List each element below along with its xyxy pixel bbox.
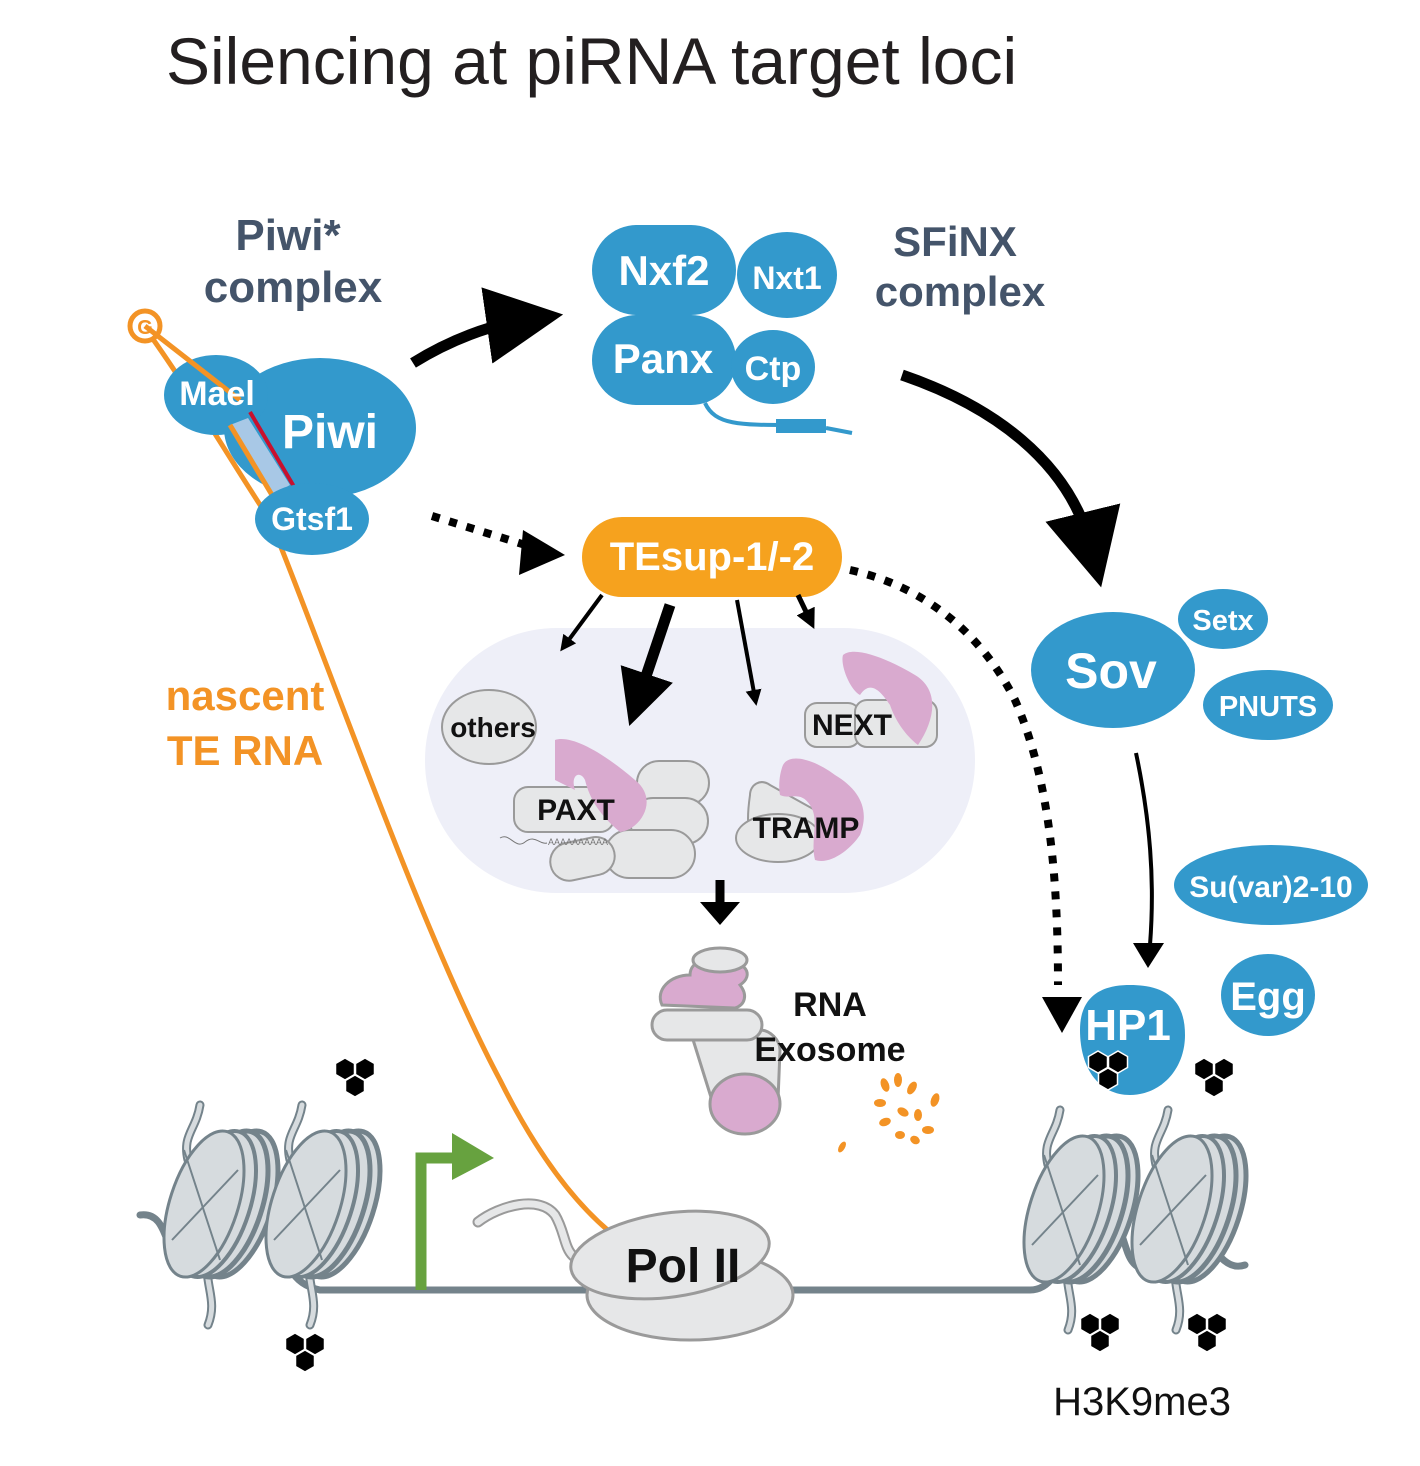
piRNA-target-duplex (227, 410, 298, 502)
nascent-te-rna (142, 326, 622, 1242)
exosome-ribonuclease (708, 1072, 782, 1136)
panx-protein (592, 315, 736, 405)
next-complex: NEXT (804, 651, 938, 748)
gtsf1-protein (255, 483, 369, 555)
sfinx-header-2: complex (875, 268, 1046, 315)
pnuts-protein (1203, 670, 1333, 740)
dotted-arrowhead (1042, 997, 1082, 1033)
nascent-rna-label-2: TE RNA (167, 727, 323, 774)
arrow-tesup-to-paxt (620, 603, 676, 727)
pol2-upper-lobe (569, 1209, 771, 1301)
h3k9me3-mark-icon (334, 1057, 376, 1098)
nxt1-label: Nxt1 (752, 260, 821, 296)
tramp-complex: TRAMP (735, 758, 864, 863)
tss-arrowhead-icon (452, 1133, 494, 1180)
sov-protein (1031, 612, 1195, 728)
arrow-piwi-to-sfinx (410, 287, 564, 368)
tramp-label: TRAMP (753, 812, 860, 845)
gtsf1-label: Gtsf1 (271, 501, 353, 537)
egg-protein (1221, 954, 1315, 1036)
exosome-ring (650, 1008, 764, 1042)
suvar2-10-protein (1174, 845, 1368, 925)
setx-protein (1178, 589, 1268, 649)
h3k9me3-mark-icon (1186, 1312, 1228, 1353)
piwi-complex-header-1: Piwi* (235, 211, 341, 260)
sfinx-header-1: SFiNX (893, 218, 1017, 265)
nucleosome-right-1 (1008, 1110, 1154, 1330)
next-label: NEXT (812, 709, 892, 742)
setx-label: Setx (1192, 605, 1253, 637)
tss-arrow-icon (415, 1152, 455, 1290)
pol2-label: Pol II (626, 1240, 741, 1293)
others-label: others (450, 712, 536, 743)
hp1-label: HP1 (1085, 1001, 1171, 1050)
piwi-label: Piwi (282, 406, 378, 459)
arrow-sov-to-hp1 (1134, 752, 1154, 946)
panx-tail (703, 402, 791, 427)
dotted-arrowhead (519, 530, 565, 575)
next-helicase (842, 651, 933, 745)
tesup-label: TEsup-1/-2 (610, 535, 814, 579)
rna-exosome (650, 946, 782, 1136)
panx-label: Panx (613, 335, 714, 382)
paxt-complex: PAXT AAAAAAAAAA (499, 739, 710, 882)
paxt-label: PAXT (537, 794, 615, 827)
others-complex (441, 689, 537, 765)
arrowhead (1133, 943, 1164, 968)
sov-label: Sov (1065, 643, 1157, 699)
piwi-complex-header-2: complex (204, 263, 383, 312)
nxt1-protein (737, 232, 837, 318)
ctp-protein (731, 330, 815, 404)
pnuts-label: PNUTS (1219, 691, 1317, 723)
h3k9me3-mark-icon (1193, 1057, 1235, 1098)
h3k9me3-mark-icon (1079, 1312, 1121, 1353)
paxt-helicase (555, 739, 647, 832)
nucleosome-right-2 (1116, 1110, 1262, 1330)
egg-label: Egg (1230, 975, 1306, 1019)
mael-label: Mael (179, 375, 255, 413)
h3k9me3-mark-icon (284, 1332, 326, 1373)
exosome-top (691, 946, 749, 974)
rna-substrate (499, 836, 548, 845)
sfinx-complex: Nxf2 Nxt1 Panx Ctp (592, 225, 853, 435)
suvar2-10-label: Su(var)2-10 (1189, 871, 1352, 904)
mael-protein (164, 355, 268, 435)
ctp-label: Ctp (745, 350, 802, 388)
arrow-tesup-to-others (560, 593, 604, 652)
arrow-tesup-to-tramp (735, 599, 762, 706)
figure-title: Silencing at piRNA target loci (166, 24, 1017, 98)
arrow-tesup-to-next (795, 593, 815, 630)
nascent-rna-label-1: nascent (166, 672, 325, 719)
arrow-sfinx-to-sov (900, 369, 1121, 588)
nxf2-protein (592, 225, 736, 315)
arrowhead (700, 902, 740, 925)
tesup-protein[interactable] (582, 517, 842, 597)
exosome-label-1: RNA (793, 986, 867, 1024)
polya-tail-label: AAAAAAAAAA (548, 837, 608, 847)
tramp-helicase (779, 758, 864, 861)
h3k9me3-label: H3K9me3 (1053, 1380, 1231, 1424)
degraded-rna-fragments (838, 1073, 940, 1153)
dotted-arrow-piwi-to-tesup (430, 512, 537, 552)
dotted-arrow-tesup-to-hp1 (849, 566, 1062, 986)
exosome-label-2: Exosome (754, 1031, 905, 1069)
nxf2-label: Nxf2 (618, 247, 709, 294)
